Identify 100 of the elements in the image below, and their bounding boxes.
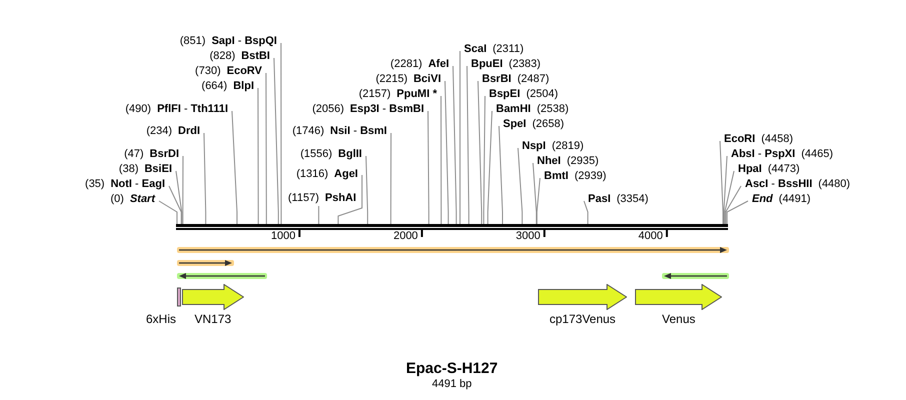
enzyme-name: BstBI [241,50,270,62]
site-position: (38) [118,163,138,175]
leader-line [466,66,470,224]
enzyme-name: BsrBI [482,73,512,85]
feature-label: cp173Venus [550,312,616,326]
leader-line [518,148,523,224]
enzyme-name: EcoRV [226,65,262,77]
enzyme-name: PflFI - Tth111I [157,103,228,115]
leader-line [584,200,588,224]
leader-line [452,66,457,224]
site-position: (2935) [566,155,599,167]
leader-line [158,200,178,224]
site-position: (2383) [508,58,541,70]
enzyme-name: NsiI - BsmI [330,125,387,137]
enzyme-name: HpaI [738,163,762,175]
map-title: Epac-S-H127 [406,360,498,377]
leader-line [168,186,182,224]
axis-label: 4000 [638,231,663,242]
leader-line [536,178,540,224]
site-position: (2939) [574,170,606,182]
site-position: (35) [85,178,105,190]
leader-line [725,186,742,224]
leader-line [478,80,482,224]
sequence-end-label: Start [130,193,155,205]
enzyme-name: BsrDI [150,148,179,160]
leader-line [428,110,430,224]
site-position: (3354) [616,193,648,205]
site-position: (2658) [532,118,564,130]
site-position: (2504) [526,88,558,100]
enzyme-name: PasI [588,193,611,205]
leader-line [720,140,724,224]
feature-label: 6xHis [146,312,176,326]
enzyme-name: ScaI [464,43,487,55]
site-position: (2215) [376,73,408,85]
site-position: (1316) [296,168,328,180]
leader-line [724,170,734,224]
enzyme-name: SpeI [503,118,526,130]
site-position: (2538) [536,103,569,115]
leader-line [338,174,362,224]
leader-line [440,96,442,224]
site-position: (47) [124,148,144,160]
axis-label: 1000 [270,231,296,242]
leader-line [532,162,537,224]
enzyme-name: SapI - BspQI [212,35,277,47]
site-position: (2056) [312,103,344,115]
site-position: (2487) [517,73,550,85]
enzyme-name: PpuMI * [396,88,437,100]
enzyme-name: BlpI [233,80,254,92]
feature-label: VN173 [194,312,232,326]
enzyme-name: BamHI [496,103,531,115]
site-position: (4473) [768,163,800,175]
leader-line [366,156,368,224]
enzyme-name: NotI - EagI [110,178,165,190]
enzyme-name: BglII [338,148,362,160]
enzyme-name: BsiEI [144,163,172,175]
sequence-backbone [176,224,728,230]
site-position: (1746) [292,125,324,137]
site-position: (0) [110,193,124,205]
enzyme-name: BspEI [489,88,520,100]
enzyme-name: DrdI [178,125,200,137]
site-position: (4465) [801,148,833,160]
enzyme-name: PshAI [324,192,356,204]
leader-line [318,206,320,224]
leader-line [390,132,392,224]
site-position: (4480) [818,178,850,190]
axis-label: 2000 [393,231,418,242]
leader-line [182,156,184,224]
enzyme-name: BciVI [413,73,441,85]
feature-label: Venus [662,312,696,326]
enzyme-name: BpuEI [471,58,503,70]
enzyme-name: AbsI - PspXI [731,148,796,160]
leader-line [483,96,486,224]
enzyme-name: AgeI [334,168,358,180]
leader-line [498,126,503,224]
site-position: (4491) [778,193,811,205]
site-position: (2157) [358,88,391,100]
leader-line [266,72,267,224]
enzyme-name: Esp3I - BsmBI [350,103,424,115]
site-position: (730) [195,65,221,77]
site-position: (234) [146,125,172,137]
enzyme-name: NspI [522,140,546,152]
site-position: (1556) [300,148,332,160]
leader-line [204,132,206,224]
site-position: (851) [180,35,206,47]
site-position: (828) [210,50,236,62]
site-position: (2311) [492,43,524,55]
enzyme-name: AscI - BssHII [745,178,812,190]
leader-line [280,42,282,224]
sequence-length: 4491 bp [432,378,472,390]
site-position: (4458) [761,133,793,145]
enzyme-name: NheI [537,155,561,167]
site-position: (2819) [552,140,584,152]
site-position: (2281) [390,58,422,70]
sequence-end-label: End [752,193,773,205]
enzyme-name: EcoRI [724,133,756,145]
axis-label: 3000 [516,231,540,242]
leader-line [258,88,259,224]
leader-line [274,58,279,224]
leader-line [723,156,728,224]
enzyme-name: BmtI [544,170,568,182]
